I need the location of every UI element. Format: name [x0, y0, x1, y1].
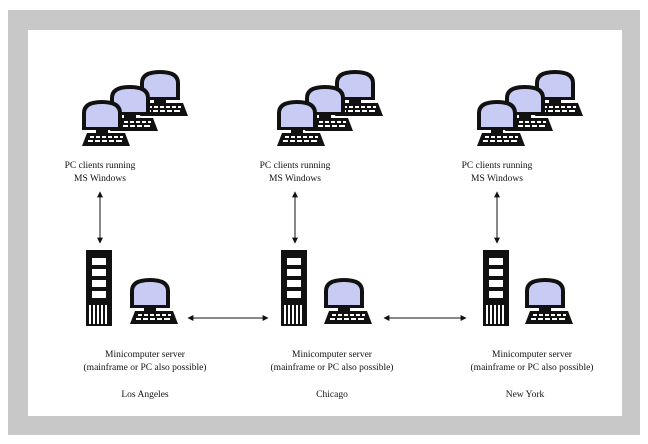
clients-label-line2: MS Windows [471, 174, 523, 184]
server-label-line2: (mainframe or PC also possible) [271, 362, 394, 373]
server-label-line2: (mainframe or PC also possible) [84, 362, 207, 373]
server-label-line1: Minicomputer server [105, 350, 186, 360]
clients-label-line2: MS Windows [269, 174, 321, 184]
server-label-line1: Minicomputer server [492, 350, 573, 360]
server-label-line2: (mainframe or PC also possible) [471, 362, 594, 373]
client-group-chicago [277, 70, 383, 146]
clients-label-line1: PC clients running [260, 161, 331, 171]
city-label: New York [506, 390, 545, 400]
city-label: Los Angeles [121, 390, 169, 400]
server-console-icon [525, 278, 573, 324]
server-label-line1: Minicomputer server [292, 350, 373, 360]
clients-label-line1: PC clients running [462, 161, 533, 171]
server-tower-icon [483, 250, 509, 326]
server-tower-icon [281, 250, 307, 326]
client-group-new-york [477, 70, 583, 146]
server-console-icon [130, 278, 178, 324]
server-console-icon [324, 278, 372, 324]
client-group-los-angeles [82, 70, 188, 146]
city-label: Chicago [316, 390, 348, 400]
server-tower-icon [86, 250, 112, 326]
clients-label-line2: MS Windows [74, 174, 126, 184]
clients-label-line1: PC clients running [65, 161, 136, 171]
